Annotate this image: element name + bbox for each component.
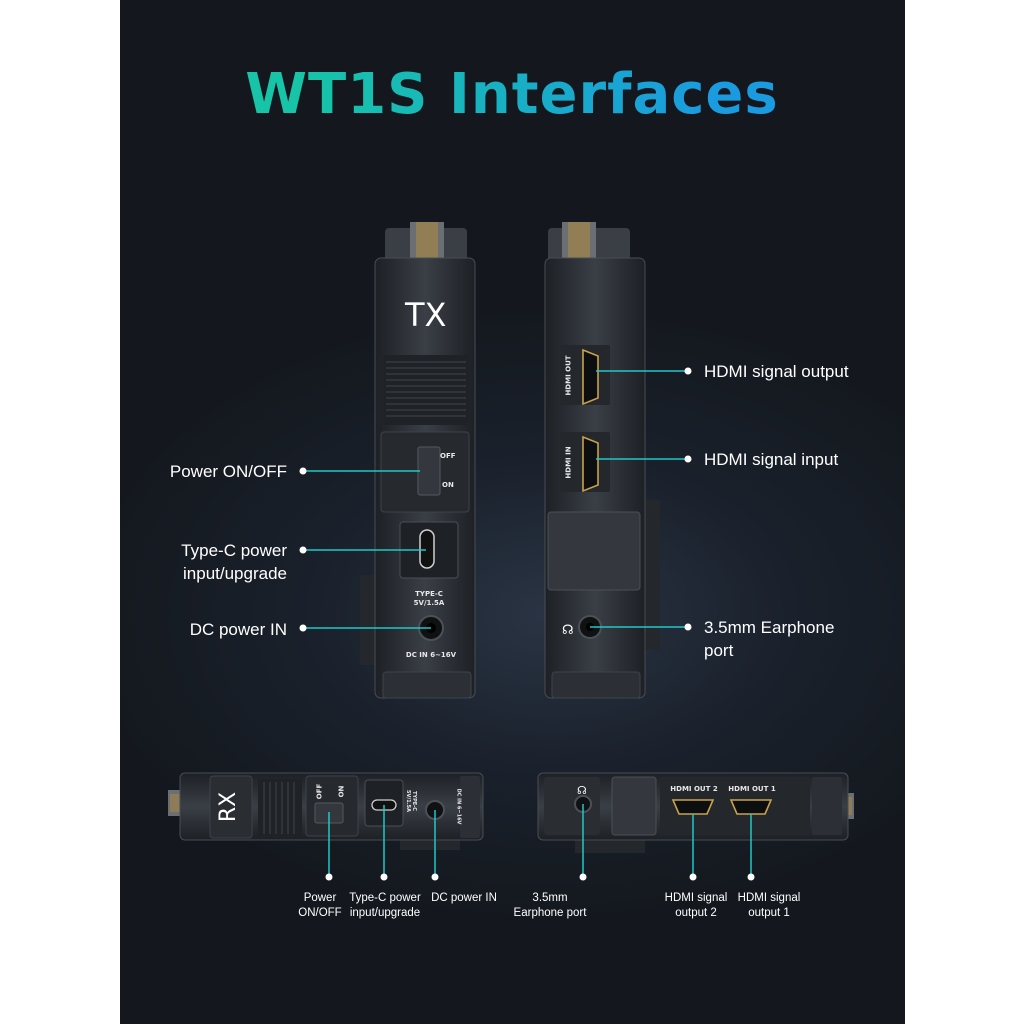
tx-typec-port [419,529,435,569]
tx-typec-mark: TYPE-C 5V/1.5A [413,590,445,607]
rx-grip-ridges [263,782,295,834]
rx-callout-power: Power ON/OFF [298,892,342,919]
rx-callout-typec: Type-C power input/upgrade [349,892,421,919]
rx-dc-mark: DC IN 6~16V [455,788,462,825]
callout-lines [299,367,755,881]
hdmi-out-port [582,348,599,406]
earphone-icon: ☊ [562,622,574,637]
hdmi-out-1-port [729,799,773,815]
tx-switch-on-mark: ON [442,481,454,489]
hdmi-in-mark: HDMI IN [564,446,573,479]
rx-callout-hdmi1: HDMI signal output 1 [737,892,801,919]
rx-rear-device [537,772,854,853]
tx-badge: TX [405,296,447,334]
background-panel [120,0,905,1024]
callout-hdmi-out: HDMI signal output [704,362,849,381]
hdmi-out-2-mark: HDMI OUT 2 [670,785,718,793]
callout-dc: DC power IN [189,620,287,639]
page-title: WT1S Interfaces [0,62,1024,127]
hdmi-out-2-port [671,799,715,815]
rx-callout-earphone: 3.5mm Earphone port [513,892,587,919]
rx-typec-mark: TYPE-C 5V/1.5A [405,790,417,812]
rx-switch-off-mark: OFF [315,783,324,800]
rx-badge: RX [216,791,242,823]
callout-power: Power ON/OFF [169,462,287,481]
tx-power-switch [417,446,441,496]
tx-rear-device [544,222,660,699]
hdmi-out-1-mark: HDMI OUT 1 [728,785,776,793]
tx-dc-mark: DC IN 6~16V [405,651,457,659]
tx-switch-off-mark: OFF [440,452,456,460]
rx-switch-on-mark: ON [337,785,346,798]
hdmi-in-port [582,435,599,493]
hdmi-out-mark: HDMI OUT [564,355,573,396]
callout-typec: Type-C power input/upgrade [181,541,287,583]
rx-device [168,772,484,850]
callout-hdmi-in: HDMI signal input [704,450,839,469]
callout-earphone: 3.5mm Earphone port [704,618,835,660]
rx-callout-dc: DC power IN [431,892,497,904]
tx-device [360,222,476,699]
rx-earphone-icon: ☊ [577,785,587,797]
tx-grip-ridges [386,361,466,417]
rx-callout-hdmi2: HDMI signal output 2 [664,892,728,919]
